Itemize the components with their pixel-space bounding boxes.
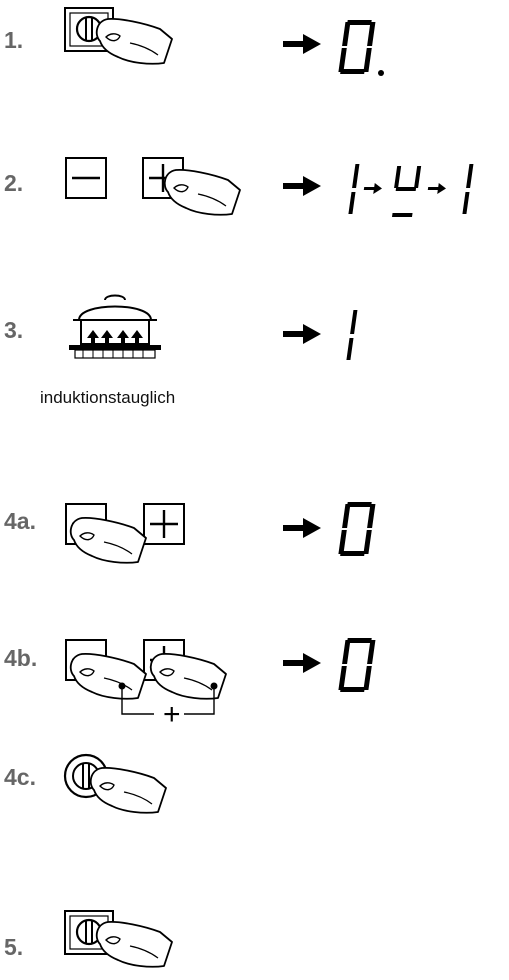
- minus-button-pressed-icon: [65, 503, 185, 564]
- right-arrow-icon: [283, 176, 321, 196]
- right-arrow-icon: [283, 653, 321, 673]
- pot-on-hob-icon: [69, 294, 161, 359]
- step-label-4a: 4a.: [4, 508, 36, 534]
- step-label-5: 5.: [4, 934, 24, 960]
- right-arrow-icon: [283, 34, 321, 54]
- display-zero: [338, 502, 376, 556]
- display-one: [346, 310, 358, 360]
- step-label-4b: 4b.: [4, 645, 38, 671]
- display-one-u-one-sequence: [348, 164, 474, 217]
- right-arrow-icon: [283, 518, 321, 538]
- right-arrow-icon: [283, 324, 321, 344]
- combine-plus-symbol: +: [163, 698, 181, 731]
- round-power-button-with-finger-icon: [63, 753, 167, 814]
- induction-caption: induktionstauglich: [40, 388, 176, 407]
- display-zero-with-point: [338, 20, 384, 76]
- step-label-3: 3.: [4, 317, 24, 343]
- step-label-1: 1.: [4, 27, 24, 53]
- step-label-2: 2.: [4, 170, 24, 196]
- display-zero: [338, 638, 376, 692]
- minus-plus-pressed-together-icon: [65, 639, 227, 715]
- step-label-4c: 4c.: [4, 764, 36, 790]
- power-button-with-finger-icon: [64, 7, 173, 65]
- power-button-with-finger-icon: [64, 910, 173, 968]
- minus-and-plus-buttons-with-finger-icon: [65, 157, 241, 216]
